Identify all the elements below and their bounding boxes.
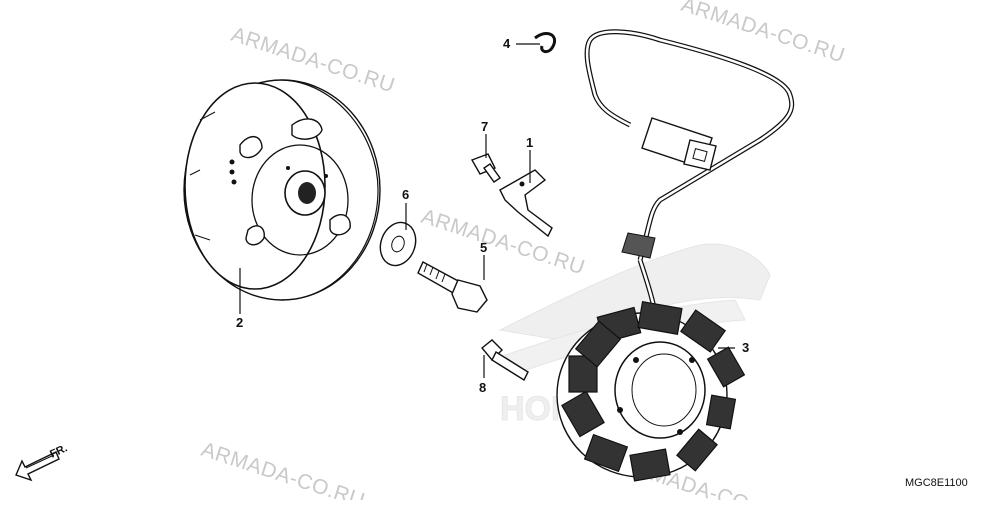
flywheel [183, 79, 381, 301]
front-direction-label: FR. [48, 442, 69, 460]
callout-1: 1 [526, 135, 533, 150]
diagram-code: MGC8E1100 [905, 477, 968, 489]
watermark: ARMADA-CO.RU [678, 0, 847, 67]
callout-6: 6 [402, 187, 409, 202]
flywheel-bolt [417, 261, 488, 313]
wire-holder [499, 169, 553, 238]
stator-bolt [481, 339, 529, 382]
front-direction-arrow: FR. [15, 442, 69, 482]
callout-4: 4 [503, 36, 511, 51]
setting-bolt [470, 153, 501, 183]
washer [379, 221, 417, 267]
wire-clip [534, 32, 557, 54]
callout-7: 7 [481, 119, 488, 134]
watermark: ARMADA-CO.RU [418, 205, 587, 280]
stator [556, 301, 746, 482]
stator-wire [584, 29, 795, 341]
wire-connector [641, 117, 717, 171]
callout-5: 5 [480, 240, 487, 255]
callout-3: 3 [742, 340, 749, 355]
callout-8: 8 [479, 380, 486, 395]
watermark: ARMADA-CO.RU [198, 438, 367, 500]
callout-2: 2 [236, 315, 243, 330]
